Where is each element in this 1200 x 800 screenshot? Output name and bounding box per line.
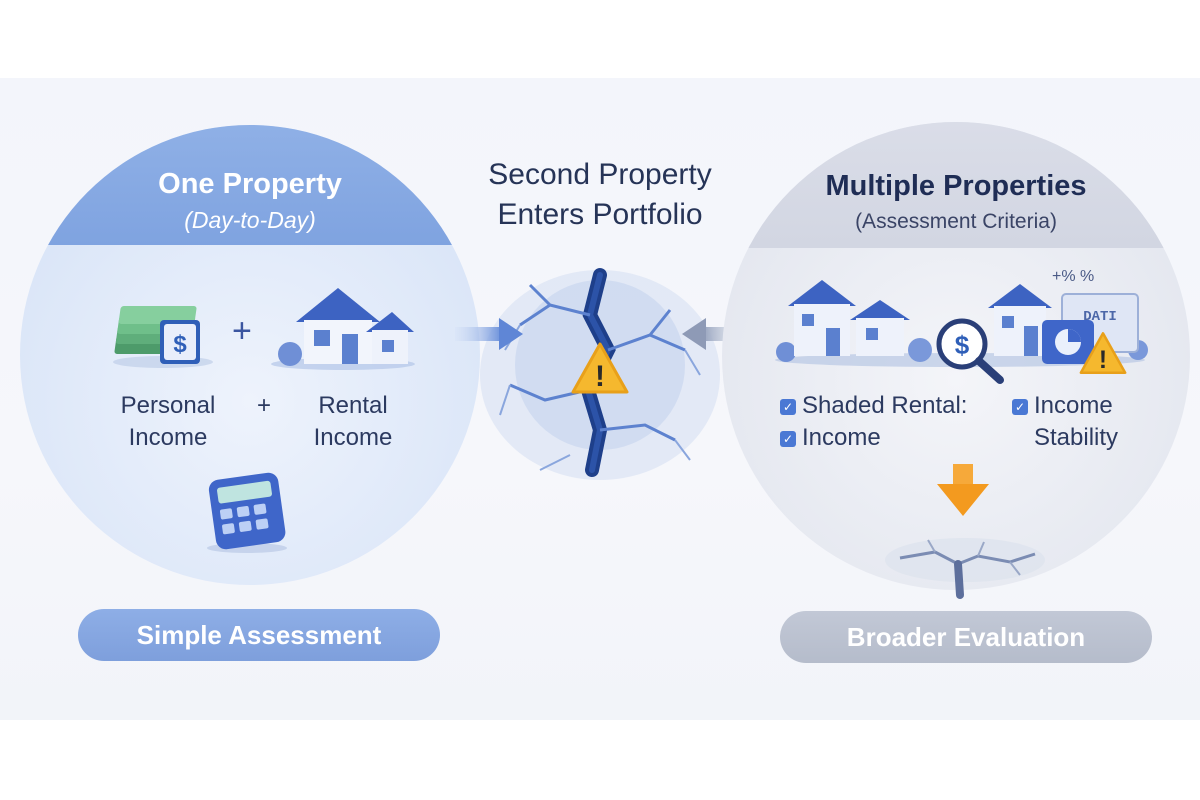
personal-label-line2: Income: [128, 424, 208, 451]
magnifier-dollar: $: [955, 330, 970, 360]
criteria-text-3b: Stability: [1034, 424, 1119, 451]
checkbox-icon: ✓: [780, 430, 796, 447]
dollar-sign: $: [173, 331, 187, 358]
percent-corner-text: +% %: [1052, 268, 1095, 285]
multiple-properties-subtitle: (Assessment Criteria): [855, 210, 1057, 233]
criteria-item-shaded-rental: ✓ Shaded Rental:: [780, 390, 967, 422]
criteria-item-income-stability: ✓ Income Stability: [1012, 390, 1118, 454]
personal-label-line1: Personal: [120, 392, 216, 419]
mid-title-line1: Second Property: [488, 158, 712, 191]
plus-label: +: [256, 392, 271, 419]
warning-icon: !: [571, 342, 629, 394]
arrow-right-icon: [455, 318, 523, 350]
personal-income-label: Personal Income: [100, 390, 236, 454]
rental-label-line1: Rental: [318, 392, 388, 419]
calculator-icon: [207, 472, 287, 553]
second-property-title: Second Property Enters Portfolio: [455, 155, 745, 235]
multiple-properties-title: Multiple Properties: [825, 170, 1087, 202]
cash-stack-icon: $: [113, 306, 213, 368]
mid-title-line2: Enters Portfolio: [497, 198, 703, 231]
one-property-header: [20, 125, 480, 245]
arrow-down-icon: [937, 464, 989, 516]
warning-icon-right: !: [1079, 332, 1127, 374]
warning-mark: !: [595, 360, 605, 393]
criteria-item-income: ✓ Income: [780, 422, 881, 454]
rental-label-line2: Income: [313, 424, 393, 451]
simple-assessment-badge: Simple Assessment: [78, 609, 440, 661]
crack-icon: [885, 538, 1045, 599]
one-property-subtitle: (Day-to-Day): [184, 207, 316, 233]
multiple-properties-header: [722, 122, 1190, 248]
checkbox-icon: ✓: [780, 398, 796, 415]
plus-sign: +: [232, 312, 252, 350]
checkbox-icon: ✓: [1012, 398, 1028, 415]
rental-income-label: Rental Income: [292, 390, 414, 454]
criteria-text-1: Shaded Rental:: [802, 392, 968, 419]
criteria-text-3a: Income: [1034, 392, 1113, 419]
broader-evaluation-badge: Broader Evaluation: [780, 611, 1152, 663]
one-property-title: One Property: [158, 168, 342, 200]
document-icon: DATI: [1042, 293, 1139, 364]
magnifier-icon: $: [936, 318, 1004, 384]
house-icon: [271, 288, 415, 370]
criteria-text-2: Income: [802, 424, 881, 451]
warning-mark-right: !: [1099, 347, 1107, 374]
